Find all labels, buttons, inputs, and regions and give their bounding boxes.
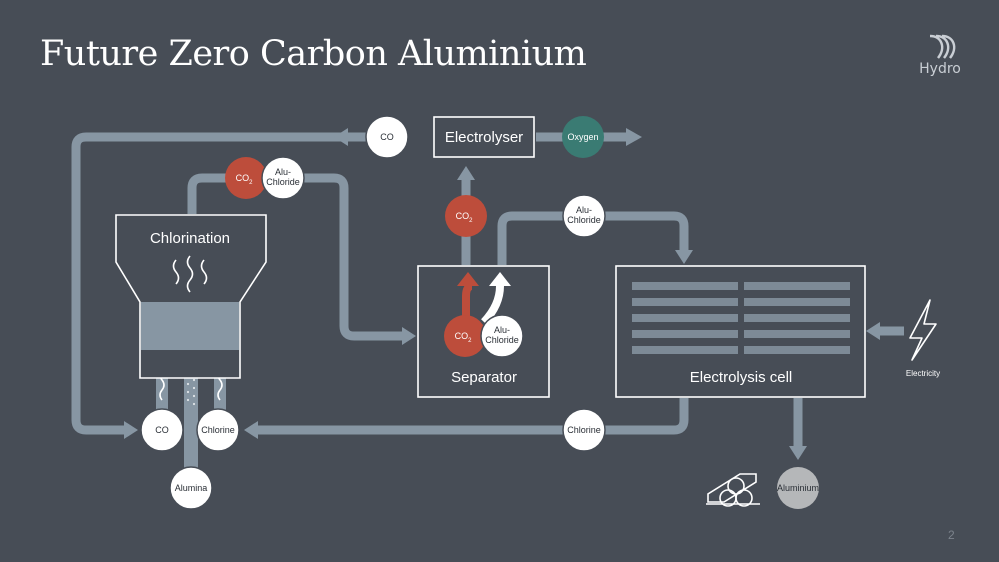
heat-waves-icon: [172, 255, 208, 293]
electricity-label: Electricity: [906, 369, 940, 378]
alu-chloride-bubble-separator-line1: Alu-: [494, 325, 510, 335]
aluminium-bubble-label: Aluminium: [777, 483, 819, 493]
separator-label: Separator: [451, 369, 517, 386]
electrolyser-unit: [433, 116, 535, 158]
co-bubble-top: [365, 115, 409, 159]
arrow-oxygen-head: [626, 128, 642, 146]
arrow-co2-up-head: [457, 166, 475, 180]
slide-title: Future Zero Carbon Aluminium: [40, 34, 587, 74]
co2-bubble-top: [225, 157, 267, 199]
alumina-bubble: [169, 466, 213, 510]
pipe-chlorination-out: [187, 173, 402, 341]
alu-chloride-bubble-top-line2: Chloride: [266, 177, 300, 187]
alu-chloride-bubble-right-line1: Alu-: [576, 205, 592, 215]
hydro-logo: Hydro: [912, 34, 968, 82]
alu-chloride-bubble-top: [261, 156, 305, 200]
oxygen-bubble-label: Oxygen: [567, 132, 598, 142]
arrow-chlorine-head: [244, 421, 258, 439]
aluminium-bubble: [777, 467, 819, 509]
co2-bubble-separator: [444, 315, 486, 357]
pipe-alumina: [184, 372, 198, 474]
pipe-chlorine-up: [214, 372, 226, 418]
pipe-co-return: [71, 132, 366, 435]
alu-chloride-bubble-separator-line2: Chloride: [485, 335, 519, 345]
chlorination-label: Chlorination: [150, 230, 230, 247]
aluminium-ingots-icon: [706, 473, 760, 507]
pipe-chlorine-return: [258, 398, 689, 435]
chlorine-bubble-right-label: Chlorine: [567, 425, 601, 435]
arrow-separator-in-head: [402, 327, 416, 345]
hydro-logo-icon: [929, 34, 956, 59]
alu-chloride-bubble-top-line1: Alu-: [275, 167, 291, 177]
lightning-icon: [909, 299, 937, 361]
co2-separator-arrow: [462, 282, 473, 322]
co2-bubble-mid-label: CO2: [456, 211, 474, 224]
page-number: 2: [948, 528, 955, 542]
alu-separator-arrow-head: [489, 272, 511, 286]
alu-chloride-bubble-right: [562, 194, 606, 238]
oxygen-bubble: [562, 116, 604, 158]
co-bubble-bottom-label: CO: [155, 425, 169, 435]
co-bubble-bottom: [140, 408, 184, 452]
logo-text: Hydro: [919, 61, 961, 77]
arrow-co-left-head: [334, 128, 348, 146]
co-bubble-top-label: CO: [380, 132, 394, 142]
electrolysis-cell-label: Electrolysis cell: [690, 369, 793, 386]
electrolyser-label: Electrolyser: [445, 129, 523, 146]
chlorination-bed: [141, 302, 239, 350]
arrow-cell-in-head: [675, 250, 693, 264]
alu-separator-arrow: [481, 285, 504, 325]
chlorine-bubble-left-label: Chlorine: [201, 425, 235, 435]
alumina-bubble-label: Alumina: [175, 483, 208, 493]
arrow-co-return-head: [124, 421, 138, 439]
chlorine-bubble-left: [196, 408, 240, 452]
alu-chloride-bubble-separator: [480, 314, 524, 358]
co2-bubble-separator-label: CO2: [455, 331, 473, 344]
co2-separator-arrow-head: [457, 272, 479, 286]
pipe-co-up: [156, 372, 168, 418]
co2-bubble-top-label: CO2: [236, 173, 254, 186]
alumina-dots: [186, 374, 196, 406]
chlorine-bubble-right: [562, 408, 606, 452]
arrow-electricity-head: [866, 322, 880, 340]
co2-bubble-mid: [445, 195, 487, 237]
electrode-plates: [632, 282, 850, 354]
arrow-aluminium-head: [789, 446, 807, 460]
alu-chloride-bubble-right-line2: Chloride: [567, 215, 601, 225]
